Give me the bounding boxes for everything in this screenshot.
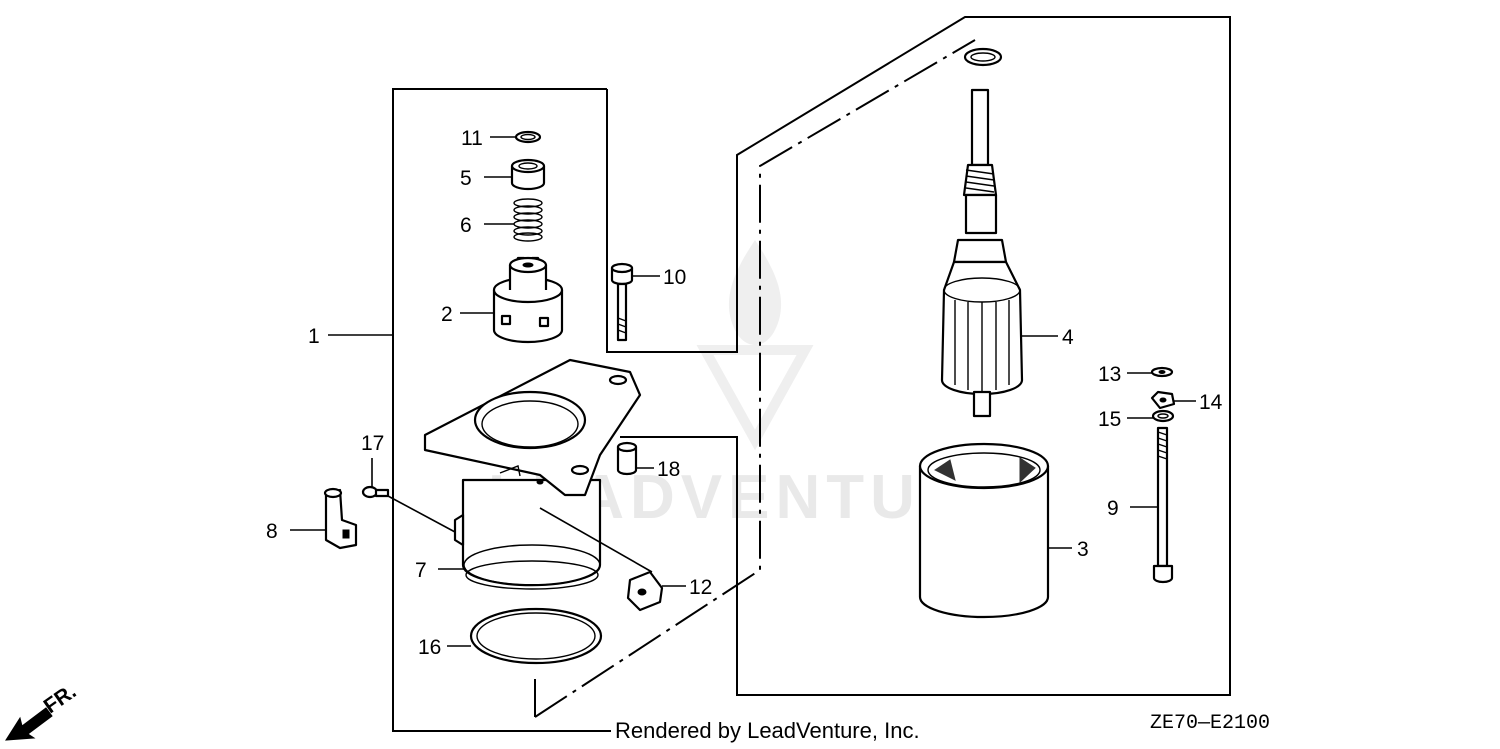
rendered-by-credit: Rendered by LeadVenture, Inc. [615, 718, 920, 743]
bolt-bracket-frame [606, 16, 1231, 696]
dash-line-main [534, 39, 976, 718]
part-spring [513, 198, 543, 242]
part-pinion-gear [492, 256, 564, 344]
callout-3: 3 [1077, 538, 1089, 561]
part-o-ring [469, 607, 603, 665]
part-stop-collar [510, 158, 546, 191]
callout-16: 16 [418, 636, 441, 659]
part-snap-ring-small [514, 130, 542, 144]
callout-1: 1 [308, 325, 320, 348]
callout-2: 2 [441, 303, 453, 326]
callout-15: 15 [1098, 408, 1121, 431]
part-flange-bolt [610, 262, 634, 342]
diagram-code: ZE70—E2100 [1150, 712, 1270, 735]
front-direction-marker: FR. [5, 680, 81, 741]
callout-10: 10 [663, 266, 686, 289]
part-washer-15 [1151, 409, 1175, 423]
part-nut-14 [1150, 390, 1176, 410]
callout-7: 7 [415, 559, 427, 582]
part-motor-case [423, 358, 642, 590]
callout-4: 4 [1062, 326, 1074, 349]
callout-18: 18 [657, 458, 680, 481]
callout-11: 11 [461, 127, 483, 150]
part-armature [940, 88, 1024, 418]
callout-leader-lines [290, 136, 1196, 647]
watermark-v-icon [696, 345, 814, 451]
callout-9: 9 [1107, 497, 1119, 520]
watermark-flame-icon [728, 240, 782, 345]
part-washer-13 [1150, 366, 1174, 378]
part-screw [361, 485, 390, 499]
part-dowel-pin [616, 441, 638, 476]
callout-6: 6 [460, 214, 472, 237]
front-arrow-icon [5, 707, 53, 741]
callout-13: 13 [1098, 363, 1121, 386]
part-snap-ring-top [963, 47, 1003, 67]
callout-12: 12 [689, 576, 712, 599]
callout-17: 17 [361, 432, 384, 455]
part-through-bolt [1152, 426, 1174, 584]
part-terminal [323, 487, 358, 550]
part-yoke-housing [918, 442, 1050, 619]
motor-assembly-frame [392, 88, 611, 732]
part-clip [626, 570, 664, 612]
assembly-frames [392, 16, 1231, 732]
callout-5: 5 [460, 167, 472, 190]
callout-14: 14 [1199, 391, 1223, 414]
callout-labels: 1 2 3 4 5 6 7 8 9 10 11 12 13 14 15 16 1… [266, 127, 1223, 659]
callout-8: 8 [266, 520, 278, 543]
